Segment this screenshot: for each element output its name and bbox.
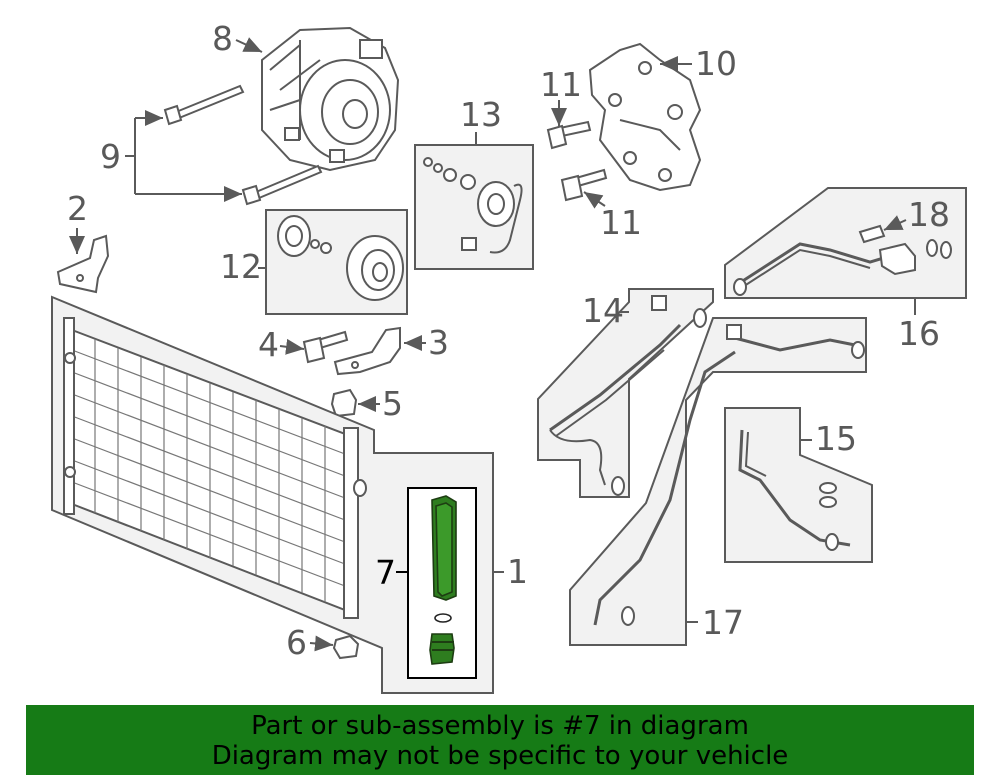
callout-2: 2 [67,189,88,254]
svg-text:11: 11 [600,203,642,242]
callout-10: 10 [660,44,737,83]
liquid-line-panel [537,288,714,498]
callout-1: 1 [493,552,528,591]
svg-text:4: 4 [258,325,279,364]
svg-text:14: 14 [582,291,624,330]
svg-text:12: 12 [220,247,262,286]
callout-6: 6 [286,623,334,662]
callout-3: 3 [404,323,449,362]
callout-16: 16 [898,298,940,353]
svg-text:6: 6 [286,623,307,662]
callout-13: 13 [460,95,502,145]
condenser-cushion-upper [330,388,358,418]
svg-text:17: 17 [702,603,744,642]
bracket-bolt-lower [560,168,608,202]
callout-11-upper: 11 [540,65,582,126]
clutch-assembly-panel [265,209,408,315]
callout-9: 9 [100,110,242,202]
condenser-bracket-left [56,234,110,294]
callout-4: 4 [258,325,305,364]
svg-text:5: 5 [382,384,403,423]
svg-text:8: 8 [212,19,233,58]
suction-line-panel [569,317,867,646]
callout-15: 15 [800,419,857,458]
condenser-bracket-right [333,326,401,376]
condenser-panel [51,295,494,694]
bracket-bolt-upper [546,120,592,150]
svg-text:15: 15 [815,419,857,458]
compressor-bracket [588,42,702,192]
svg-text:13: 13 [460,95,502,134]
compressor [261,26,400,172]
info-banner: Part or sub-assembly is #7 in diagram Di… [26,705,974,775]
callout-11-lower: 11 [583,191,642,242]
callout-17: 17 [686,603,744,642]
discharge-line-panel [724,187,967,299]
svg-text:11: 11 [540,65,582,104]
svg-text:2: 2 [67,189,88,228]
callout-8: 8 [212,19,263,58]
svg-text:3: 3 [428,323,449,362]
callout-5: 5 [358,384,403,423]
banner-line-2: Diagram may not be specific to your vehi… [211,741,789,771]
callout-12: 12 [220,247,266,286]
condenser-cushion-lower [332,634,360,660]
svg-text:16: 16 [898,314,940,353]
callout-7: 7 [375,553,408,592]
receiver-drier-panel [407,487,477,679]
svg-text:7: 7 [375,553,396,592]
svg-text:18: 18 [908,195,950,234]
svg-text:9: 9 [100,137,121,176]
svg-text:1: 1 [507,552,528,591]
banner-line-1: Part or sub-assembly is #7 in diagram [251,711,749,741]
suction-hose-panel [724,407,873,563]
clutch-coil-panel [414,144,534,270]
svg-text:10: 10 [695,44,737,83]
compressor-bolts [163,84,323,206]
callout-18: 18 [883,195,950,234]
callout-14: 14 [582,291,629,330]
condenser-bolt [302,330,349,364]
